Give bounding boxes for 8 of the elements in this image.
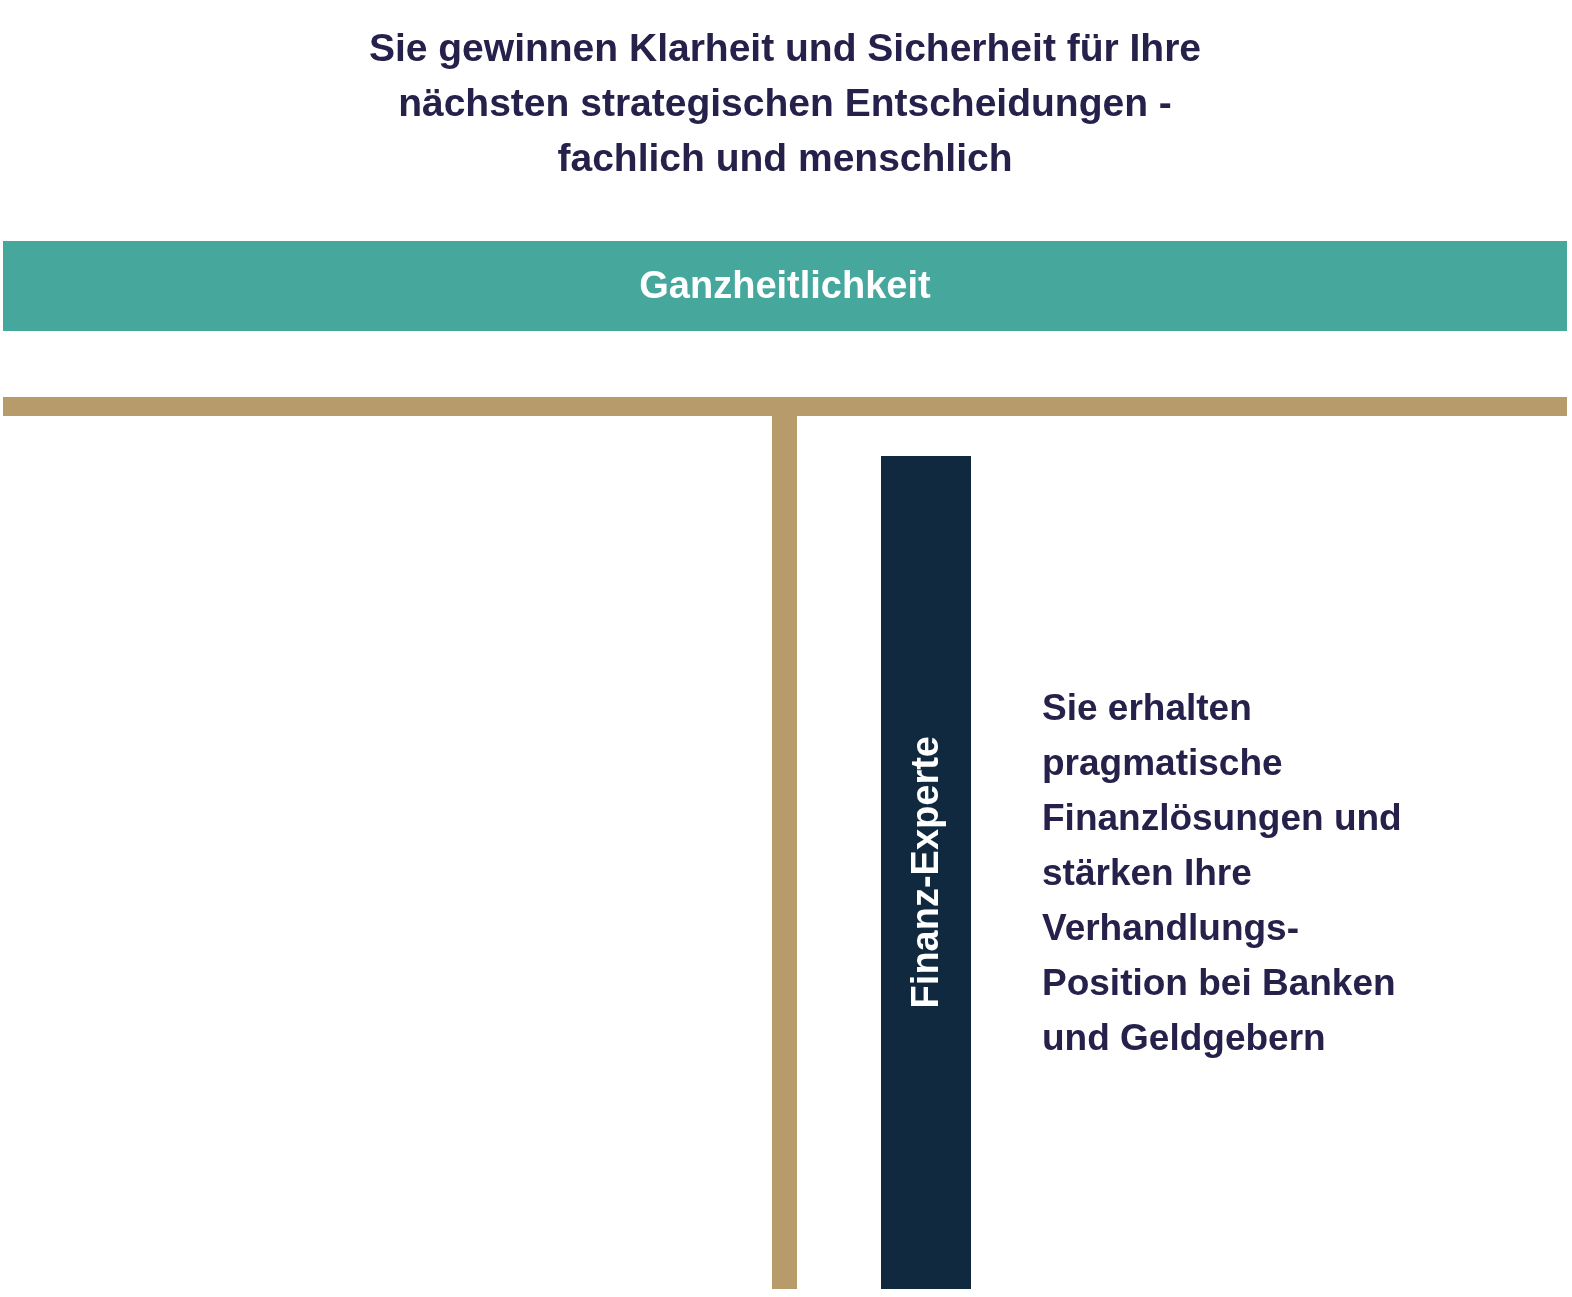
title: Sie gewinnen Klarheit und Sicherheit für Ihre nächsten strategischen Entscheidungen - fachlich und menschlich: [367, 25, 1203, 181]
horizontal-beam: [3, 397, 1567, 416]
vertical-beam: [772, 416, 797, 1289]
band-label: Ganzheitlichkeit: [639, 263, 931, 309]
bar-label: Finanz-Experte: [905, 736, 947, 1009]
vertical-bar: [881, 456, 971, 1289]
header-band: [3, 241, 1567, 331]
description-text: Sie erhalten pragmatische Finanzlösungen und stärken Ihre Verhandlungs- Position bei Banken und Geldgebern: [1042, 686, 1403, 1060]
